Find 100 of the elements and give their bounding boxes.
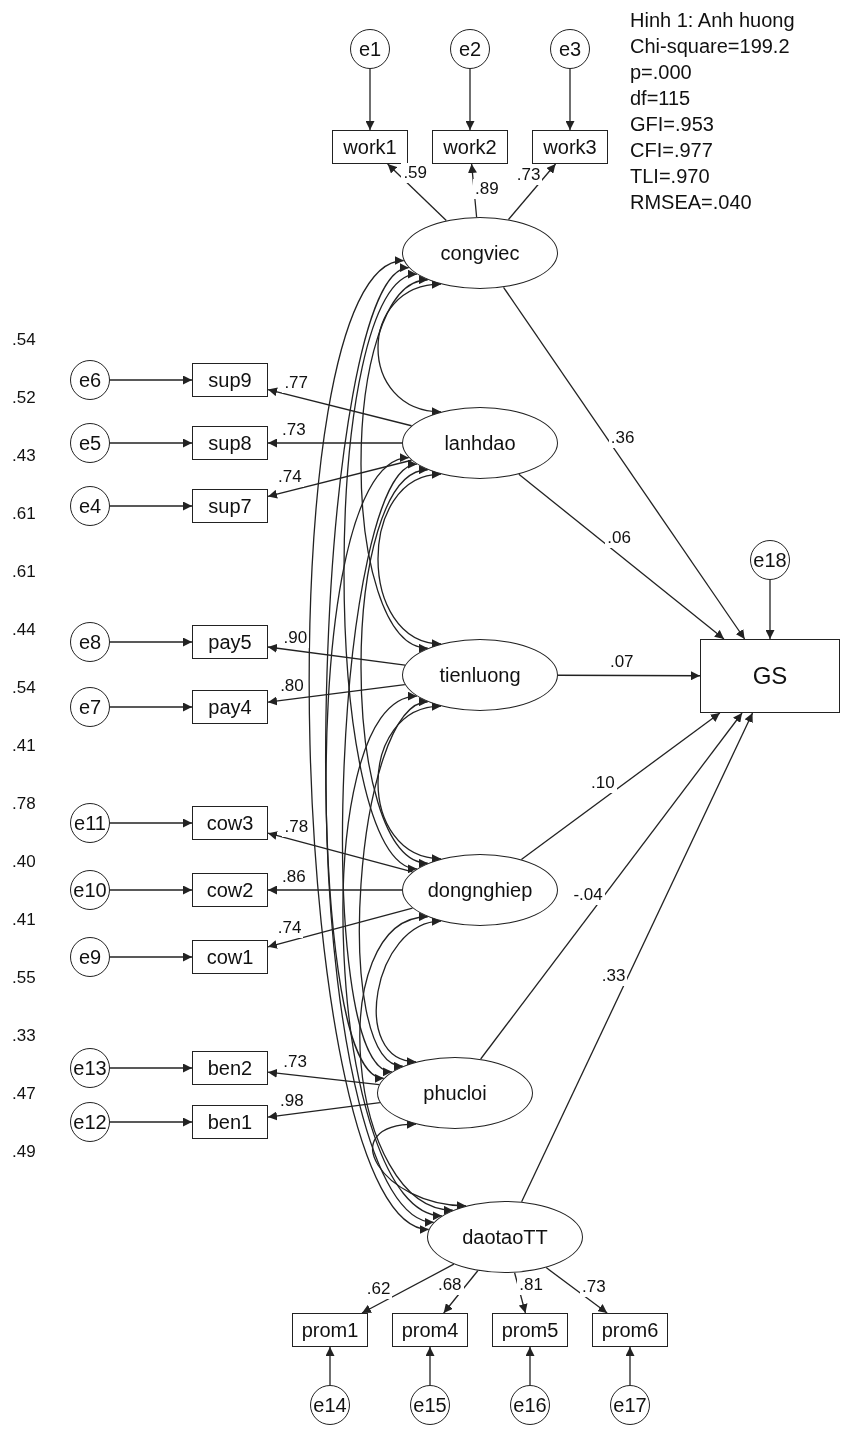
outcome-box: GS [700, 639, 840, 713]
error-circle: e2 [450, 29, 490, 69]
indicator-box: cow1 [192, 940, 268, 974]
arrow [267, 683, 406, 706]
indicator-box: work1 [332, 130, 408, 164]
arrow [267, 387, 413, 427]
arrow [109, 375, 193, 385]
fit-statistic: CFI=.977 [630, 138, 713, 163]
indicator-box: cow2 [192, 873, 268, 907]
indicator-box: ben2 [192, 1051, 268, 1085]
error-circle: e10 [70, 870, 110, 910]
covariance-arrow [377, 703, 442, 862]
arrow [267, 643, 406, 666]
latent-ellipse: lanhdao [402, 407, 558, 479]
fit-statistic: TLI=.970 [630, 164, 710, 189]
arrow [520, 712, 721, 861]
arrow [267, 907, 414, 949]
covariance-arrow [372, 1120, 467, 1210]
error-circle: e7 [70, 687, 110, 727]
indicator-box: pay4 [192, 690, 268, 724]
error-circle: e18 [750, 540, 790, 580]
arrow [565, 68, 575, 131]
edge-label: .06 [605, 528, 633, 549]
indicator-box: prom4 [392, 1313, 468, 1347]
arrow [267, 885, 403, 895]
covariance-arrow [377, 280, 442, 416]
edge-label: .36 [608, 428, 637, 449]
error-circle: e12 [70, 1102, 110, 1142]
error-circle: e13 [70, 1048, 110, 1088]
arrow [109, 702, 193, 712]
error-circle: e5 [70, 423, 110, 463]
indicator-box: ben1 [192, 1105, 268, 1139]
error-circle: e1 [350, 29, 390, 69]
error-circle: e16 [510, 1385, 550, 1425]
edge-label: .74 [276, 467, 304, 488]
arrow [109, 885, 193, 895]
error-circle: e11 [70, 803, 110, 843]
error-circle: e6 [70, 360, 110, 400]
error-circle: e14 [310, 1385, 350, 1425]
indicator-box: sup9 [192, 363, 268, 397]
arrow [525, 1346, 535, 1386]
indicator-box: work3 [532, 130, 608, 164]
arrow [109, 637, 193, 647]
indicator-box: sup8 [192, 426, 268, 460]
arrow [387, 163, 447, 222]
error-circle: e8 [70, 622, 110, 662]
arrow [557, 671, 701, 681]
fit-statistic: df=115 [630, 86, 691, 111]
edge-label: .59 [401, 162, 429, 183]
arrow [365, 68, 375, 131]
covariance-arrow [343, 273, 418, 870]
arrow [518, 473, 725, 640]
latent-ellipse: congviec [402, 217, 558, 289]
fit-statistic: RMSEA=.040 [630, 190, 752, 215]
title: Hinh 1: Anh huong [630, 8, 795, 33]
arrow [361, 1263, 455, 1314]
edge-label: .73 [580, 1277, 608, 1298]
arrow [267, 1068, 380, 1086]
arrow [109, 818, 193, 828]
indicator-box: cow3 [192, 806, 268, 840]
arrow [109, 438, 193, 448]
edge-label: .77 [282, 373, 310, 394]
error-circle: e9 [70, 937, 110, 977]
indicator-box: prom1 [292, 1313, 368, 1347]
covariance-arrow [359, 914, 454, 1213]
arrow [109, 1117, 193, 1127]
indicator-box: pay5 [192, 625, 268, 659]
arrow [520, 712, 754, 1203]
indicator-box: prom5 [492, 1313, 568, 1347]
indicator-box: sup7 [192, 489, 268, 523]
error-circle: e4 [70, 486, 110, 526]
covariance-arrow [377, 471, 442, 647]
covariance-arrow [342, 695, 443, 1217]
edge-label: .78 [282, 817, 311, 838]
arrow [267, 438, 403, 448]
arrow [425, 1346, 435, 1386]
arrow [109, 1063, 193, 1073]
arrow [443, 1270, 479, 1314]
latent-ellipse: daotaoTT [427, 1201, 583, 1273]
error-circle: e3 [550, 29, 590, 69]
indicator-box: work2 [432, 130, 508, 164]
error-circle: e15 [410, 1385, 450, 1425]
arrow [325, 1346, 335, 1386]
arrow [465, 68, 475, 131]
fit-statistic: p=.000 [630, 60, 692, 85]
error-circle: e17 [610, 1385, 650, 1425]
arrow [765, 579, 775, 640]
indicator-box: prom6 [592, 1313, 668, 1347]
arrow [109, 501, 193, 511]
arrow [480, 712, 743, 1060]
edge-label: .89 [473, 178, 501, 199]
arrow [267, 459, 413, 499]
covariance-arrow [360, 468, 429, 865]
latent-ellipse: phucloi [377, 1057, 533, 1129]
edge-label: -.04 [571, 885, 605, 906]
fit-statistic: Chi-square=199.2 [630, 34, 790, 59]
arrow [507, 163, 557, 221]
fit-statistic: GFI=.953 [630, 112, 714, 137]
arrow [267, 1102, 381, 1121]
covariance-arrow [309, 259, 430, 1231]
